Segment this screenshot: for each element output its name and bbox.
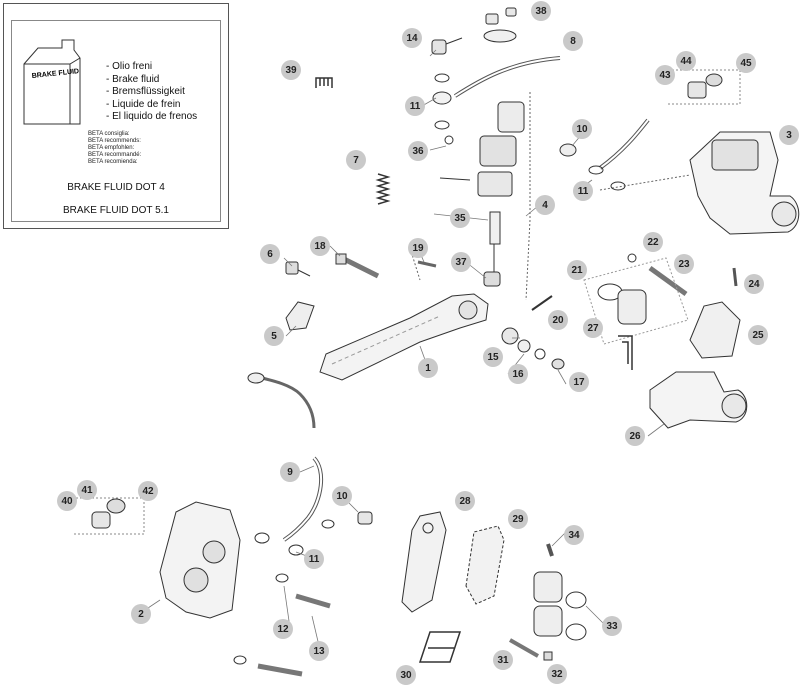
callout: 11 [573, 181, 593, 201]
callout: 32 [547, 664, 567, 684]
rear-caliper-3 [689, 131, 800, 235]
caliper-piston-set [668, 69, 741, 105]
brake-pads-29 [465, 525, 505, 605]
recommendation-it: BETA consiglia: [88, 131, 130, 137]
fluid-name-de: - Bremsflüssigkeit [106, 86, 185, 97]
pad-spring-30 [418, 631, 462, 663]
brake-fluid-container-icon: BRAKE FLUID [23, 39, 81, 125]
callout: 44 [676, 51, 696, 71]
front-hose-9 [254, 456, 335, 556]
callout: 18 [310, 236, 330, 256]
callout: 24 [744, 274, 764, 294]
callout: 3 [779, 125, 799, 145]
bolts-12-13 [233, 573, 331, 677]
callout: 11 [405, 96, 425, 116]
fitting-10-lower [357, 511, 373, 525]
recommendation-fr: BETA recommandé: [88, 152, 142, 158]
spring-7 [375, 173, 391, 205]
callout: 2 [131, 604, 151, 624]
callout: 34 [564, 525, 584, 545]
recommendation-en: BETA recommends: [88, 138, 141, 144]
callout: 29 [508, 509, 528, 529]
callout: 31 [493, 650, 513, 670]
fluid-names-list: - Olio freni - Brake fluid - Bremsflüssi… [106, 61, 197, 124]
brake-pedal-1 [319, 293, 489, 381]
return-rod [247, 372, 316, 429]
reservoir-cap [483, 7, 517, 43]
spec-dot4: BRAKE FLUID DOT 4 [67, 182, 165, 193]
callout: 9 [280, 462, 300, 482]
callout: 30 [396, 665, 416, 685]
callout: 6 [260, 244, 280, 264]
cotter-pin-20 [531, 295, 553, 311]
callout: 7 [346, 150, 366, 170]
pad-spring-27 [618, 335, 633, 370]
callout: 42 [138, 481, 158, 501]
callout: 13 [309, 641, 329, 661]
callout: 10 [572, 119, 592, 139]
washers-15-17 [501, 327, 565, 370]
master-cylinder [439, 101, 525, 287]
pistons-33 [533, 571, 587, 641]
callout: 26 [625, 426, 645, 446]
callout: 28 [455, 491, 475, 511]
recommendation-es: BETA recomienda: [88, 159, 138, 165]
spec-dot51: BRAKE FLUID DOT 5.1 [63, 205, 169, 216]
callout: 45 [736, 53, 756, 73]
callout: 5 [264, 326, 284, 346]
recommendation-de: BETA empfohlen: [88, 145, 135, 151]
brake-hose-10 [559, 118, 650, 191]
callout: 25 [748, 325, 768, 345]
callout: 17 [569, 372, 589, 392]
info-box-inner-frame [11, 20, 221, 222]
caliper-carrier-26 [649, 371, 748, 429]
callout: 16 [508, 364, 528, 384]
callout: 27 [583, 318, 603, 338]
bleeder-34 [546, 543, 554, 557]
callout: 22 [643, 232, 663, 252]
brake-hose-8 [453, 56, 561, 98]
callout: 38 [531, 1, 551, 21]
callout: 37 [451, 252, 471, 272]
container-label: BRAKE FLUID [31, 68, 79, 80]
callout: 4 [535, 195, 555, 215]
callout: 33 [602, 616, 622, 636]
brake-fluid-info-box: BRAKE FLUID - Olio freni - Brake fluid -… [3, 3, 229, 229]
callout: 43 [655, 65, 675, 85]
fluid-name-fr: - Liquide de frein [106, 98, 181, 110]
callout: 8 [563, 31, 583, 51]
fluid-name-es: - El liquido de frenos [106, 111, 198, 122]
pads-25 [689, 301, 741, 359]
callout: 39 [281, 60, 301, 80]
recommendations-list: BETA consiglia: BETA recommends: BETA em… [88, 131, 141, 166]
callout: 15 [483, 347, 503, 367]
callout: 21 [567, 260, 587, 280]
callout: 10 [332, 486, 352, 506]
callout: 20 [548, 310, 568, 330]
callout: 41 [77, 480, 97, 500]
callout: 11 [304, 549, 324, 569]
bleeder-24 [732, 267, 738, 287]
pistons-40-42 [72, 497, 145, 535]
callout: 35 [450, 208, 470, 228]
caliper-bracket-28 [401, 511, 447, 613]
pedal-bracket-5 [285, 261, 315, 331]
fluid-name-it: - Olio freni [106, 61, 153, 72]
callout: 14 [402, 28, 422, 48]
callout: 1 [418, 358, 438, 378]
banjo-bolt-14 [431, 37, 463, 130]
callout: 40 [57, 491, 77, 511]
bolt-18 [335, 253, 380, 279]
front-caliper-2 [159, 501, 241, 619]
callout: 12 [273, 619, 293, 639]
callout: 19 [408, 238, 428, 258]
pin-19 [417, 260, 437, 268]
fluid-name-en: - Brake fluid [106, 73, 160, 85]
callout: 36 [408, 141, 428, 161]
callout: 23 [674, 254, 694, 274]
pin-31 [509, 638, 553, 661]
clip-39 [315, 77, 333, 88]
